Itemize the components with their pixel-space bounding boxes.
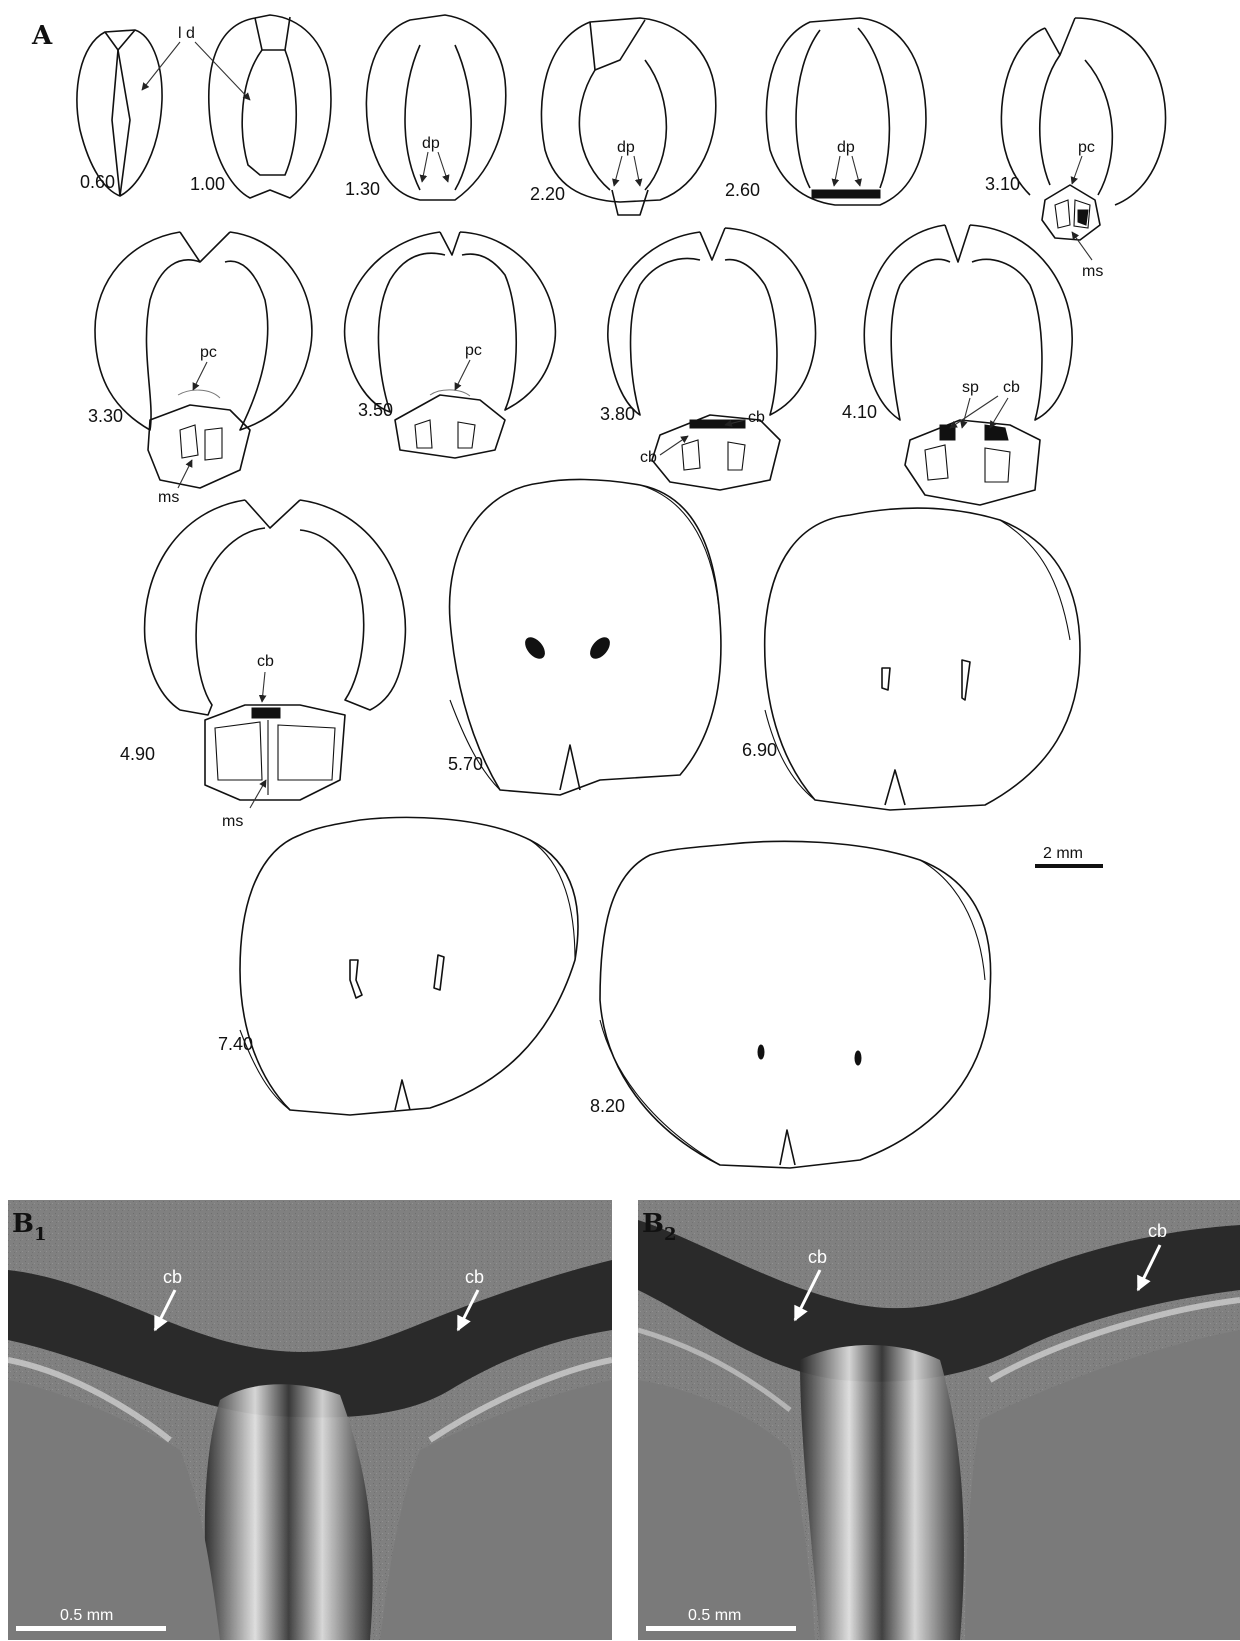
section-label: 8.20 xyxy=(590,1096,625,1116)
label-cb: cb xyxy=(748,409,765,426)
section-6-90: 6.90 xyxy=(742,508,1080,810)
label-ms: ms xyxy=(1082,263,1103,280)
section-3-30: 3.30 pc ms xyxy=(88,232,312,506)
label-pc: pc xyxy=(465,342,482,359)
section-3-80: 3.80 cb cb xyxy=(600,228,816,490)
scale-bar-label: 2 mm xyxy=(1043,845,1083,862)
panel-b2-letter: B xyxy=(642,1209,664,1239)
panel-b1 xyxy=(8,1200,612,1640)
section-2-60: 2.60 dp xyxy=(725,18,926,205)
label-dp: dp xyxy=(837,139,855,156)
label-dp: dp xyxy=(422,135,440,152)
section-8-20: 8.20 xyxy=(590,841,991,1168)
scale-bar-label: 0.5 mm xyxy=(688,1607,741,1624)
label-cb: cb xyxy=(640,449,657,466)
section-label: 1.00 xyxy=(190,174,225,194)
label-pc: pc xyxy=(200,344,217,361)
section-3-50: 3.50 pc xyxy=(345,232,556,458)
section-4-90: 4.90 cb ms xyxy=(120,500,405,830)
scale-bar xyxy=(1035,864,1103,868)
section-label: 7.40 xyxy=(218,1034,253,1054)
section-4-10: 4.10 sp cb xyxy=(842,225,1072,505)
panel-a-letter: A xyxy=(31,21,53,51)
section-label: 3.80 xyxy=(600,404,635,424)
section-label: 3.10 xyxy=(985,174,1020,194)
label-sp: sp xyxy=(962,379,979,396)
label-cb: cb xyxy=(808,1247,827,1267)
label-pc: pc xyxy=(1078,139,1095,156)
section-label: 2.60 xyxy=(725,180,760,200)
label-cb: cb xyxy=(1148,1221,1167,1241)
label-ms: ms xyxy=(222,813,243,830)
label-cb: cb xyxy=(1003,379,1020,396)
panel-b2-subscript: 2 xyxy=(664,1224,677,1245)
section-0-60: 0.60 xyxy=(77,30,162,196)
label-ms: ms xyxy=(158,489,179,506)
section-label: 4.10 xyxy=(842,402,877,422)
label-ld: l d xyxy=(178,25,195,42)
panel-b1-letter: B xyxy=(12,1209,34,1239)
label-cb: cb xyxy=(465,1267,484,1287)
scale-bar xyxy=(646,1626,796,1631)
section-7-40: 7.40 xyxy=(218,817,578,1115)
section-3-10: 3.10 pc ms xyxy=(985,18,1166,280)
label-cb: cb xyxy=(257,653,274,670)
section-label: 5.70 xyxy=(448,754,483,774)
section-label: 0.60 xyxy=(80,172,115,192)
section-1-30: 1.30 dp xyxy=(345,15,506,200)
section-1-00: 1.00 xyxy=(190,15,331,198)
scale-bar xyxy=(16,1626,166,1631)
label-cb: cb xyxy=(163,1267,182,1287)
panel-b1-subscript: 1 xyxy=(34,1224,47,1245)
section-label: 2.20 xyxy=(530,184,565,204)
label-dp: dp xyxy=(617,139,635,156)
section-label: 3.30 xyxy=(88,406,123,426)
scale-bar-label: 0.5 mm xyxy=(60,1607,113,1624)
section-2-20: 2.20 dp xyxy=(530,18,716,215)
section-label: 3.50 xyxy=(358,400,393,420)
section-label: 4.90 xyxy=(120,744,155,764)
section-5-70: 5.70 xyxy=(448,479,721,795)
section-label: 6.90 xyxy=(742,740,777,760)
section-label: 1.30 xyxy=(345,179,380,199)
